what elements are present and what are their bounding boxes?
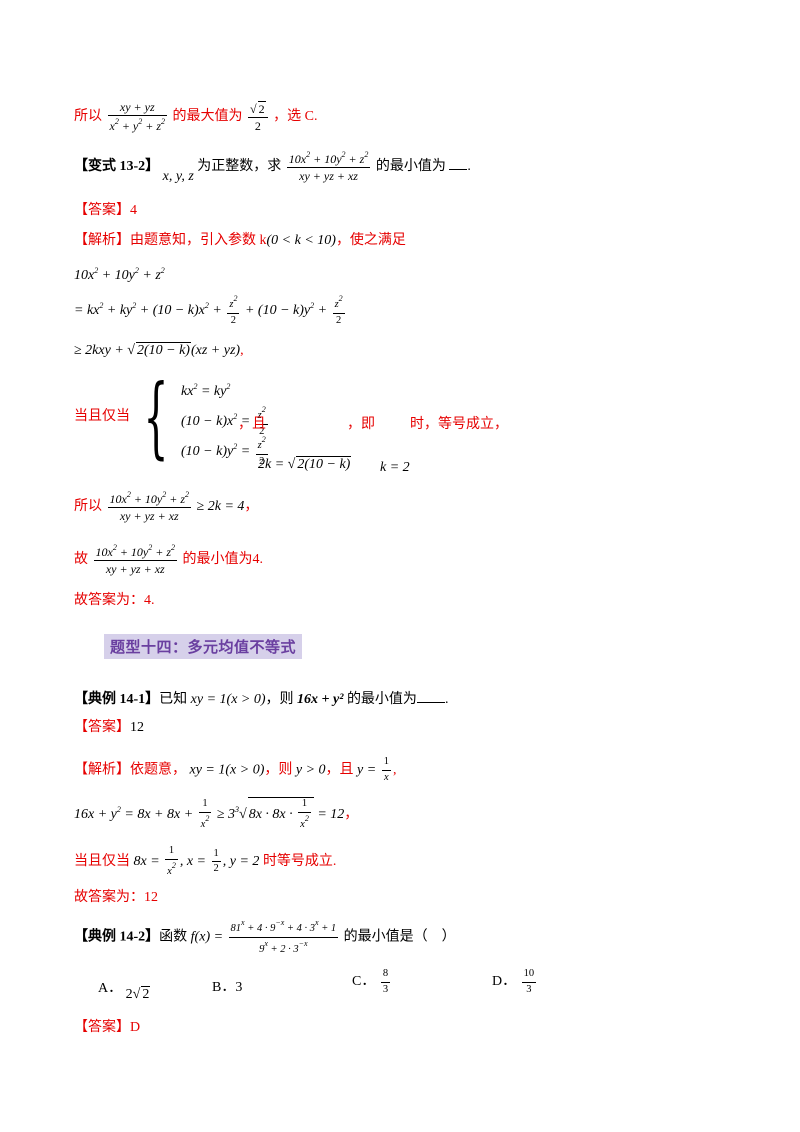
equality-lead-14-1: 当且仅当 [74, 853, 130, 869]
hence-line: 故 10x2 + 10y2 + z2 xy + yz + xz 的最小值为4. [74, 543, 263, 577]
variant-tag: 【变式 13-2】 [74, 159, 160, 175]
solution-cond-14-1: xy = 1(x > 0) [189, 762, 265, 778]
answer-14-2: 【答案】D [74, 1020, 140, 1036]
option-b[interactable]: B．3 [212, 980, 242, 996]
condition-and: ，且 [238, 417, 266, 432]
equality-tail-14-1: 时等号成立. [262, 853, 337, 869]
so-line: 所以 10x2 + 10y2 + z2 xy + yz + xz ≥ 2k = … [74, 490, 258, 524]
condition-when: 时，等号成立， [410, 417, 508, 432]
variant-vars: x, y, z [162, 169, 194, 185]
solution-text2-14-1: ，则 [264, 762, 293, 778]
solution-text1-14-1: 依题意， [130, 762, 186, 778]
so-comma: ， [244, 499, 259, 515]
variant-text2: 的最小值为 [375, 159, 446, 175]
amgm-result: = 12 [317, 806, 345, 822]
example-tag-14-2: 【典例 14-2】 [74, 929, 160, 945]
example-text1-14-2: 函数 [159, 929, 188, 945]
hence-value: 4. [252, 552, 264, 568]
fraction-10x2-over-xy: 10x2 + 10y2 + z2 xy + yz + xz [286, 150, 371, 184]
prev-conclusion: 所以 xy + yz x2 + y2 + z2 的最大值为 √2 2 ，选 C. [74, 100, 317, 134]
so-tail: ≥ 2k = 4 [196, 499, 245, 515]
example-tag: 【典例 14-1】 [74, 692, 160, 707]
answer-14-1: 【答案】12 [74, 720, 144, 736]
final-text-14-1: 故答案为：12 [74, 890, 158, 905]
prev-lead: 所以 [74, 109, 102, 125]
prev-mid: 的最大值为 [172, 109, 243, 125]
example-text2-14-2: 的最小值是（ ） [343, 929, 456, 945]
k-value: k = 2 [380, 460, 410, 475]
example-cond: xy = 1(x > 0) [190, 692, 266, 707]
option-b-label: B． [212, 980, 236, 995]
hence-tail: 的最小值为 [182, 552, 253, 568]
final-answer-13-2: 故答案为：4. [74, 593, 155, 608]
variant-text1: 为正整数，求 [197, 159, 282, 175]
k-equation: 2k = √2(10 − k) [258, 456, 352, 472]
so-lead: 所以 [74, 499, 102, 515]
example-end: . [444, 692, 449, 707]
example-text3: 的最小值为 [346, 692, 417, 707]
fraction-xy-yz: xy + yz x2 + y2 + z2 [107, 100, 168, 134]
answer-value-14-2: D [130, 1020, 141, 1035]
example-14-1: 【典例 14-1】已知 xy = 1(x > 0)，则 16x + y² 的最小… [74, 692, 448, 708]
example-text2: ，则 [265, 692, 294, 707]
final-answer-14-1: 故答案为：12 [74, 890, 158, 906]
fraction-sqrt2-over-2: √2 2 [248, 100, 268, 134]
option-c-label: C． [352, 974, 376, 990]
option-a-label: A． [98, 981, 123, 996]
prev-tail: ，选 C. [273, 109, 318, 125]
blank-line [449, 169, 468, 171]
expr-line-3: ≥ 2kxy + √2(10 − k)(xz + yz), [74, 342, 244, 358]
amgm-comma: ， [344, 806, 359, 822]
solution-ypos: y > 0 [295, 762, 326, 778]
solution-13-2-intro: 【解析】由题意知，引入参数 k(0 < k < 10)，使之满足 [74, 233, 406, 249]
solution-text: 由题意知，引入参数 k [130, 233, 267, 248]
blank-line-14-1 [416, 702, 445, 703]
solution-label: 【解析】 [74, 233, 130, 248]
answer-value: 4 [130, 203, 137, 218]
option-a-value: 2√2 [125, 986, 151, 1002]
expr-line-1: 10x2 + 10y2 + z2 [74, 266, 165, 283]
example-expr: 16x + y² [297, 692, 344, 707]
hence-lead: 故 [74, 552, 88, 568]
example-text1: 已知 [159, 692, 188, 707]
answer-label-14-2: 【答案】 [74, 1020, 130, 1035]
section-heading: 题型十四：多元均值不等式 [104, 634, 303, 659]
option-a[interactable]: A． 2√2 [98, 980, 151, 1002]
answer-13-2: 【答案】4 [74, 203, 137, 219]
left-brace: { [142, 365, 169, 468]
variant-13-2: 【变式 13-2】 x, y, z 为正整数，求 10x2 + 10y2 + z… [74, 150, 471, 184]
example-14-2: 【典例 14-2】函数 f(x) = 81x + 4 · 9−x + 4 · 3… [74, 918, 456, 955]
solution-text2: ，使之满足 [335, 233, 406, 248]
option-d-label: D． [492, 974, 517, 990]
solution-text3-14-1: ，且 [325, 762, 354, 778]
fraction-so: 10x2 + 10y2 + z2 xy + yz + xz [107, 490, 192, 524]
solution-param: (0 < k < 10) [266, 233, 336, 248]
option-b-value: 3 [235, 980, 243, 995]
solution-label-14-1: 【解析】 [74, 762, 130, 778]
answer-label-14-1: 【答案】 [74, 720, 130, 735]
answer-value-14-1: 12 [130, 720, 144, 735]
condition-lead: 当且仅当 [74, 408, 130, 424]
answer-label: 【答案】 [74, 203, 130, 218]
fraction-hence: 10x2 + 10y2 + z2 xy + yz + xz [93, 543, 178, 577]
variant-end: . [467, 159, 471, 175]
condition-ie: ，即 [347, 417, 375, 432]
